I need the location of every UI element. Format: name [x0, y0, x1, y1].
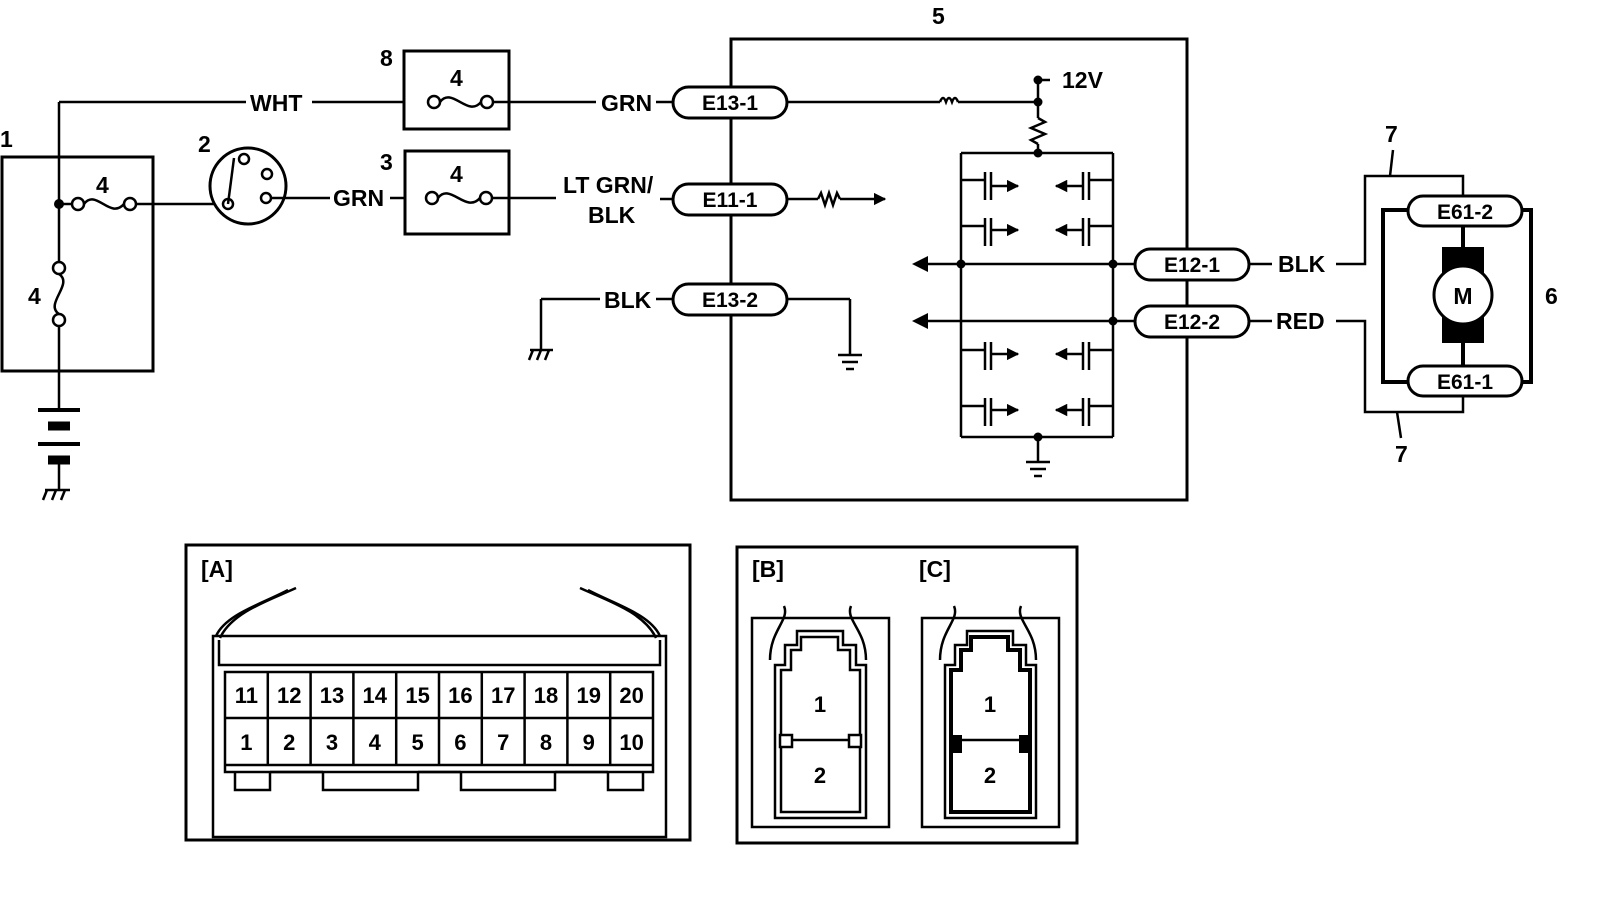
fuse-rating-label: 4 — [28, 283, 41, 309]
resistor-icon — [1027, 116, 1049, 146]
wire-color-label: GRN — [333, 185, 384, 211]
transistor-icon — [1054, 398, 1113, 426]
control-module: 5 E13-1 E11-1 E13-2 12V — [671, 3, 1251, 502]
connector-e13-1: E13-1 — [671, 85, 789, 120]
pin-number-bottom: 2 — [283, 730, 295, 755]
component-label-7: 7 — [1385, 121, 1398, 147]
connector-view-c: 1 2 — [920, 605, 1061, 829]
transistor-icon — [961, 398, 1020, 426]
pin-number-top: 14 — [363, 683, 388, 708]
pin-number-top: 17 — [491, 683, 515, 708]
fuse-icon — [70, 196, 138, 212]
fuse-rating-label: 4 — [450, 161, 463, 187]
pin-number: 1 — [984, 692, 996, 717]
supply-voltage-label: 12V — [1062, 67, 1104, 93]
wire-color-label: BLK — [588, 202, 636, 228]
component-label-5: 5 — [932, 3, 945, 29]
pin-number-top: 19 — [577, 683, 601, 708]
pin-number-top: 16 — [448, 683, 472, 708]
pin-number-bottom: 10 — [619, 730, 643, 755]
transistor-icon — [1054, 172, 1113, 200]
connector-e11-1: E11-1 — [671, 182, 789, 217]
motor-symbol: M — [1453, 283, 1472, 309]
wire-color-label: BLK — [1278, 251, 1326, 277]
pin-number-top: 15 — [405, 683, 429, 708]
pin-number-bottom: 3 — [326, 730, 338, 755]
pin-number-bottom: 6 — [454, 730, 466, 755]
connector-label: E11-1 — [703, 189, 758, 212]
motor-icon — [1432, 264, 1494, 326]
wire-color-label: WHT — [250, 90, 302, 116]
pin-number-top: 20 — [619, 683, 643, 708]
pin-number: 2 — [984, 763, 996, 788]
ground-icon — [527, 348, 553, 361]
fuse-rating-label: 4 — [450, 65, 463, 91]
wire-color-label: LT GRN/ — [563, 172, 654, 198]
transistor-icon — [1054, 342, 1113, 370]
ground-wire — [527, 297, 600, 361]
connector-e61-2: E61-2 — [1406, 194, 1524, 228]
view-label: [B] — [752, 556, 784, 582]
pin-number-top: 12 — [277, 683, 301, 708]
ground-icon — [41, 488, 70, 501]
arrow-left-icon — [912, 313, 928, 329]
transistor-icon — [961, 342, 1020, 370]
connector-label: E12-2 — [1164, 311, 1220, 334]
connector-label: E13-1 — [702, 92, 758, 115]
ignition-switch: 2 — [198, 131, 330, 226]
connector-label: E61-1 — [1437, 371, 1493, 394]
connector-e13-2: E13-2 — [671, 282, 789, 317]
fuse-icon — [51, 260, 67, 328]
pin-number-bottom: 7 — [497, 730, 509, 755]
connector-label: E61-2 — [1437, 201, 1493, 224]
wire-color-label: GRN — [601, 90, 652, 116]
pin-number-top: 18 — [534, 683, 558, 708]
pin-number-bottom: 4 — [369, 730, 382, 755]
fuse-icon — [426, 94, 495, 110]
connector-e12-1: E12-1 — [1133, 247, 1251, 282]
component-label-2: 2 — [198, 131, 211, 157]
fuse-rating-label: 4 — [96, 172, 109, 198]
component-label-1: 1 — [0, 126, 13, 152]
component-label-7: 7 — [1395, 441, 1408, 467]
h-bridge-circuit — [912, 151, 1135, 478]
battery-icon — [38, 408, 80, 490]
ground-icon — [838, 353, 862, 371]
battery-fuse-block: 1 4 4 — [0, 102, 222, 501]
pin-number: 1 — [814, 692, 826, 717]
component-label-3: 3 — [380, 149, 393, 175]
pin-number-bottom: 5 — [411, 730, 423, 755]
connector-label: E12-1 — [1164, 254, 1220, 277]
wire-color-label: BLK — [604, 287, 652, 313]
transistor-icon — [961, 218, 1020, 246]
fuse-box-3: 3 4 — [380, 149, 511, 236]
pin-number-top: 13 — [320, 683, 344, 708]
motor-assembly: 7 7 M E61-2 E61-1 6 — [1336, 121, 1558, 467]
view-label: [C] — [919, 556, 951, 582]
connector-view-b: 1 2 — [750, 605, 891, 829]
resistor-icon — [816, 189, 842, 209]
pin-number-top: 11 — [235, 683, 258, 708]
fuse-icon — [424, 190, 494, 206]
pin-number-bottom: 1 — [240, 730, 252, 755]
fuse-box-8: 8 4 — [380, 45, 511, 131]
component-label-8: 8 — [380, 45, 393, 71]
connector-e61-1: E61-1 — [1406, 364, 1524, 398]
pin-number-bottom: 9 — [583, 730, 595, 755]
connector-views-bc: [B] [C] 1 2 1 2 — [735, 545, 1079, 845]
ground-icon — [1026, 460, 1050, 478]
pin-number: 2 — [814, 763, 826, 788]
transistor-icon — [1054, 218, 1113, 246]
transistor-icon — [961, 172, 1020, 200]
inductor-icon — [938, 96, 960, 106]
arrow-left-icon — [912, 256, 928, 272]
component-label-6: 6 — [1545, 283, 1558, 309]
connector-label: E13-2 — [702, 289, 758, 312]
pin-number-bottom: 8 — [540, 730, 552, 755]
connector-e12-2: E12-2 — [1133, 304, 1251, 339]
view-label: [A] — [201, 556, 233, 582]
wire-color-label: RED — [1276, 308, 1325, 334]
